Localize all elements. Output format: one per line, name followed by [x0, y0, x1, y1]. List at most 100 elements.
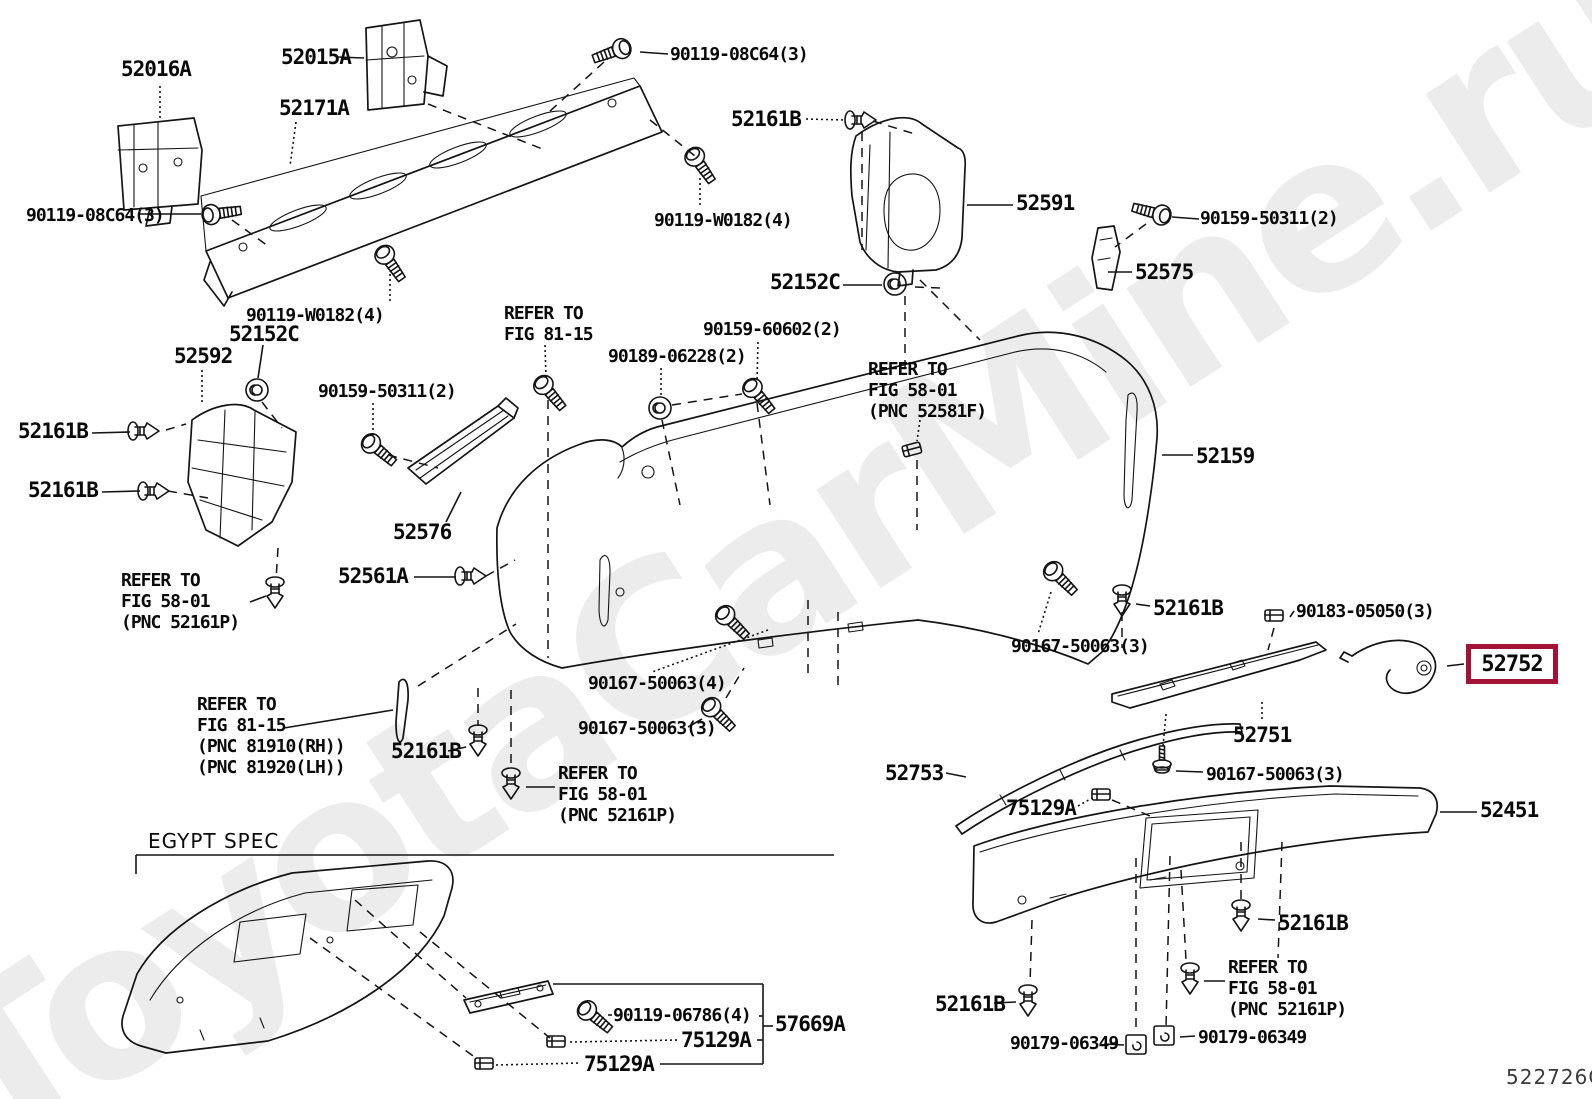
part-number-label: 52161B — [935, 992, 1006, 1016]
part-number-label: 90119-08C64(3) — [670, 44, 809, 65]
nutclip-icon — [1125, 1034, 1147, 1055]
pin-icon — [454, 566, 487, 586]
part-52591-side-retainer — [849, 116, 967, 287]
part-57669A-license-bracket — [463, 980, 554, 1014]
diagram-line — [387, 454, 439, 469]
part-number-label: 52592 — [174, 344, 233, 368]
part-number-label: 52159 — [1196, 444, 1255, 468]
diagram-line — [1162, 713, 1167, 747]
diagram-line — [919, 279, 981, 341]
bolt-icon — [1129, 196, 1174, 228]
part-number-label: 90167-50063(3) — [578, 718, 717, 739]
part-number-label: 52561A — [338, 564, 409, 588]
diagram-line — [1171, 216, 1200, 220]
diagram-line — [1446, 663, 1465, 667]
diagram-line — [1267, 627, 1275, 651]
diagram-line — [289, 121, 297, 167]
diagram-line — [1179, 1035, 1196, 1038]
diagram-line — [275, 547, 279, 581]
refer-note: REFER TO FIG 58-01 (PNC 52161P) — [121, 570, 240, 633]
diagram-line — [872, 120, 919, 136]
part-number-label: 52161B — [1153, 596, 1224, 620]
pin-icon — [1018, 984, 1038, 1017]
diagram-line — [447, 746, 467, 752]
diagram-line — [1289, 610, 1295, 618]
part-number-label: 90119-06786(4) — [613, 1005, 752, 1026]
diagram-line — [639, 51, 669, 55]
diagram-line — [945, 772, 967, 778]
diagram-line — [687, 718, 703, 728]
part-52451-lower-panel — [972, 785, 1439, 924]
diagram-line — [569, 1039, 679, 1043]
pin-icon — [501, 767, 521, 800]
diagram-line — [257, 344, 264, 379]
diagram-line — [1257, 918, 1276, 921]
diagram-line — [916, 419, 921, 442]
diagram-line — [283, 709, 394, 729]
part-number-label: 57669A — [775, 1012, 846, 1036]
diagram-line — [649, 119, 701, 161]
diagram-line — [661, 419, 681, 506]
bolt-icon — [529, 370, 572, 416]
diagram-line — [756, 341, 759, 382]
part-52159-rear-bumper — [496, 331, 1159, 669]
diagram-line — [725, 667, 745, 699]
diagram-line — [167, 490, 209, 499]
refer-note: REFER TO FIG 58-01 (PNC 52161P) — [558, 763, 677, 826]
flatclip-icon — [1091, 788, 1111, 801]
diagram-line — [1103, 1043, 1125, 1046]
highlighted-part-box[interactable]: 52752 — [1466, 644, 1558, 684]
refer-note: REFER TO FIG 58-01 (PNC 52581F) — [868, 359, 987, 422]
refer-note: REFER TO FIG 81-15 — [504, 303, 594, 345]
pin-icon — [1231, 899, 1251, 932]
part-number-label: 90183-05050(3) — [1296, 601, 1435, 622]
diagram-line — [1029, 919, 1033, 985]
grommet-icon — [883, 272, 907, 296]
diagram-line — [671, 393, 743, 406]
part-number-label: 90159-50311(2) — [318, 381, 457, 402]
diagram-line — [756, 402, 771, 506]
part-52753-retainer-strip — [955, 723, 1243, 835]
diagram-line — [1135, 603, 1151, 607]
diagram-line — [419, 931, 551, 1039]
diagram-line — [354, 899, 467, 999]
flatclip-icon — [474, 1057, 494, 1070]
diagram-line — [914, 286, 941, 289]
diagram-line — [1114, 223, 1147, 248]
part-number-label: 75129A — [1006, 796, 1077, 820]
bolt-icon — [589, 35, 635, 70]
part-52751-lower-trim — [1111, 641, 1327, 709]
part-number-label: 52591 — [1016, 191, 1075, 215]
part-52592-side-support — [187, 403, 297, 547]
part-number-label: 52152C — [229, 322, 300, 346]
part-number-label: 52753 — [885, 761, 944, 785]
part-number-label: 52015A — [281, 45, 352, 69]
pin-icon — [137, 481, 170, 501]
part-number-label: 90179-06349 — [1198, 1027, 1307, 1048]
part-number-label: 90119-W0182(4) — [654, 210, 793, 231]
diagram-line — [544, 344, 547, 379]
refer-note: REFER TO FIG 58-01 (PNC 52161P) — [1228, 957, 1347, 1020]
part-number-label: 52152C — [770, 270, 841, 294]
diagram-line — [427, 103, 546, 151]
diagram-line — [651, 629, 769, 673]
part-number-label: 75129A — [681, 1028, 752, 1052]
part-number-label: 52576 — [393, 520, 452, 544]
part-number-label: 52451 — [1480, 798, 1539, 822]
diagram-line — [1165, 855, 1171, 1029]
diagram-line — [1111, 799, 1151, 817]
part-52576-rail — [407, 397, 519, 485]
flatclip-icon — [1264, 609, 1284, 622]
pin-icon — [468, 724, 488, 757]
part-number-label: 90159-60602(2) — [703, 319, 842, 340]
diagram-line — [165, 423, 187, 431]
diagram-line — [1077, 797, 1093, 807]
diagram-line — [1037, 591, 1052, 635]
bolt-icon — [710, 600, 755, 645]
diagram-line — [993, 1001, 1017, 1004]
bolt-icon — [738, 373, 781, 419]
part-number-label: 90179-06349 — [1010, 1033, 1119, 1054]
refer-note: REFER TO FIG 81-15 (PNC 81910(RH)) (PNC … — [197, 694, 346, 778]
